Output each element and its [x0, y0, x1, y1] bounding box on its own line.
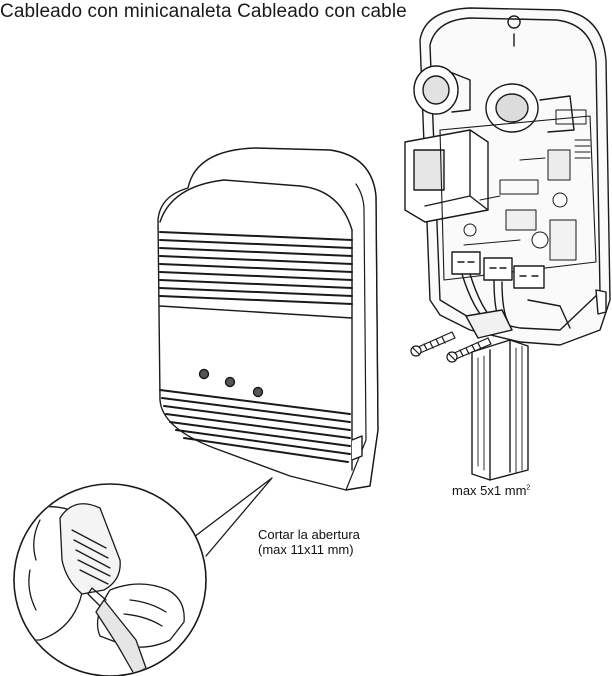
led-indicators: [198, 368, 264, 398]
pcb-components: [463, 109, 591, 261]
vent-grille: [159, 389, 351, 463]
buzzer: [485, 83, 575, 133]
detail-magnifier: [13, 483, 207, 676]
page-title: Cableado con minicanaleta Cableado con c…: [0, 1, 407, 22]
closed-cover: [157, 147, 379, 491]
callout-pointer: [189, 477, 273, 557]
capacitor-large: [413, 65, 471, 115]
wire-spec-superscript: 2: [526, 484, 531, 492]
terminal-block: [451, 251, 545, 289]
cut-instruction-line2: (max 11x11 mm): [258, 541, 354, 557]
keyhole: [507, 15, 521, 47]
cut-instruction-label: Cortar la abertura (max 11x11 mm): [258, 527, 360, 558]
wire-spec-text: max 5x1 mm: [452, 483, 527, 498]
screw-icon: [446, 337, 492, 363]
wire-spec-label: max 5x1 mm2: [452, 483, 531, 499]
vent-grille: [159, 231, 353, 305]
cable-channel: [471, 339, 529, 481]
cut-instruction-line1: Cortar la abertura: [258, 527, 360, 542]
open-base-unit: [404, 7, 611, 346]
transformer: [404, 129, 489, 223]
screw-icon: [410, 331, 456, 357]
